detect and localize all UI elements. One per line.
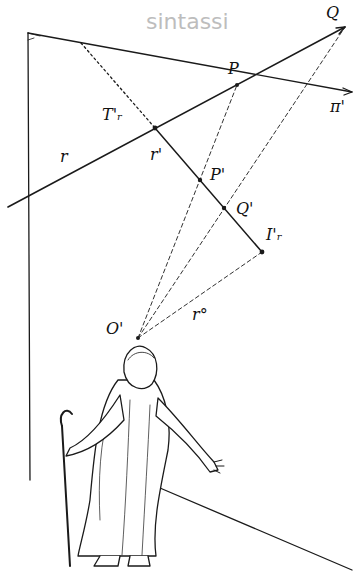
point-label: P — [228, 60, 239, 78]
vanishing-point-label: I'ᵣ — [266, 226, 282, 244]
point-label: Q' — [236, 200, 254, 218]
line-end — [343, 88, 352, 95]
point-trace — [153, 126, 158, 131]
line-r — [8, 27, 345, 207]
point-vanishing — [260, 250, 265, 255]
plane-label: π' — [330, 98, 345, 116]
point-label: Q — [326, 4, 339, 22]
ray-oq — [138, 27, 345, 338]
trace-label: T'ᵣ — [102, 106, 123, 124]
plane-edge — [28, 33, 352, 92]
point-q-prime — [222, 206, 226, 210]
ray-op — [138, 85, 237, 338]
trace-dotted — [81, 43, 155, 128]
watermark: sintassi — [146, 10, 229, 34]
ray-r-zero — [138, 252, 262, 338]
line-r-prime — [155, 128, 262, 252]
floor-line — [160, 488, 352, 570]
plane-edge — [28, 33, 30, 480]
eye-point-label: O' — [106, 320, 124, 338]
line-label: r° — [192, 306, 208, 324]
line-label: r' — [150, 146, 162, 164]
point-p-prime — [198, 178, 202, 182]
line-label: r — [60, 148, 68, 166]
point-label: P' — [210, 166, 225, 184]
observer-figure — [61, 346, 224, 566]
point-eye — [136, 336, 140, 340]
point-p — [235, 83, 239, 87]
plane-corner — [28, 33, 40, 40]
